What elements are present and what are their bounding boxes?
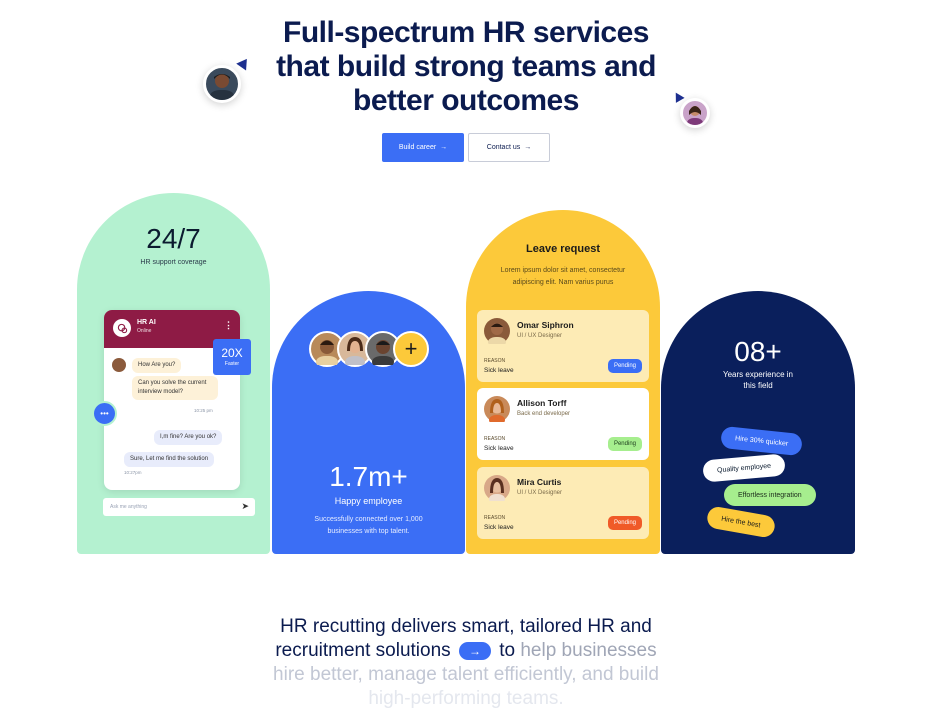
message-time: 10:27pm xyxy=(124,470,142,475)
mission-line-3: hire better, manage talent efficiently, … xyxy=(273,664,659,685)
pill-effortless-integration: Effortless integration xyxy=(724,484,816,506)
leave-request-item[interactable]: Mira Curtis UI / UX Designer REASON Sick… xyxy=(477,467,649,539)
support-label: HR support coverage xyxy=(140,259,207,266)
employee-name: Allison Torff xyxy=(517,398,567,408)
faster-value: 20X xyxy=(221,346,243,360)
contact-us-button[interactable]: Contact us → xyxy=(468,133,550,162)
title-line-1: Full-spectrum HR services xyxy=(283,16,649,49)
status-badge: Pending xyxy=(607,516,642,530)
more-options-icon[interactable]: ⋮ xyxy=(224,320,233,330)
employee-stat: 1.7m+ xyxy=(329,461,408,492)
arrow-right-icon[interactable]: → xyxy=(458,641,491,660)
reason-value: Sick leave xyxy=(484,524,514,531)
title-line-2: that build strong teams and xyxy=(276,50,656,83)
avatar xyxy=(484,318,510,347)
chat-message: Sure, Let me find the solution xyxy=(124,452,215,467)
reason-label: REASON xyxy=(484,436,506,442)
employee-role: UI / UX Designer xyxy=(517,333,563,339)
support-stat: 24/7 xyxy=(146,223,201,254)
status-badge: Pending xyxy=(607,437,642,451)
chat-message: I,m fine? Are you ok? xyxy=(154,430,223,445)
experience-card: 08+ Years experience in this field Hire … xyxy=(661,291,855,554)
floating-avatar-woman xyxy=(680,98,710,128)
ellipsis-icon: ••• xyxy=(100,409,109,418)
chat-name: HR AI xyxy=(137,319,156,326)
reason-value: Sick leave xyxy=(484,367,514,374)
reason-label: REASON xyxy=(484,358,506,364)
arrow-right-icon: → xyxy=(440,144,448,151)
support-card: 24/7 HR support coverage HR AI Online ⋮ … xyxy=(77,193,270,554)
employee-name: Mira Curtis xyxy=(517,477,562,487)
ask-placeholder: Ask me anything xyxy=(110,504,147,510)
mission-line-2a: recruitment solutions xyxy=(275,640,451,661)
leave-request-item[interactable]: Omar Siphron UI / UX Designer REASON Sic… xyxy=(477,310,649,382)
send-icon[interactable]: ➤ xyxy=(241,501,249,511)
build-career-button[interactable]: Build career → xyxy=(382,133,464,162)
floating-avatar-man xyxy=(203,65,241,103)
title-line-3: better outcomes xyxy=(353,84,579,117)
mission-line-1: HR recutting delivers smart, tailored HR… xyxy=(280,616,652,637)
leave-request-item[interactable]: Allison Torff Back end developer REASON … xyxy=(477,388,649,460)
arrow-right-icon: → xyxy=(524,144,532,151)
ask-input[interactable]: Ask me anything ➤ xyxy=(103,498,255,516)
mission-line-4: high-performing teams. xyxy=(368,688,564,709)
employee-name: Omar Siphron xyxy=(517,320,574,330)
reason-value: Sick leave xyxy=(484,445,514,452)
leave-description: Lorem ipsum dolor sit amet, consectetur … xyxy=(500,267,626,286)
experience-label: Years experience in this field xyxy=(723,370,793,390)
employee-card: + 1.7m+ Happy employee Successfully conn… xyxy=(272,291,465,554)
build-career-label: Build career xyxy=(398,144,437,151)
experience-stat: 08+ xyxy=(734,336,782,367)
employee-role: UI / UX Designer xyxy=(517,490,563,496)
avatar xyxy=(309,331,345,368)
leave-card: Leave request Lorem ipsum dolor sit amet… xyxy=(466,210,660,554)
mission-line-2b: to xyxy=(499,640,516,661)
chat-bubble-icon xyxy=(113,319,131,337)
pill-hire-quicker: Hire 30% quicker xyxy=(720,425,804,457)
add-icon[interactable]: + xyxy=(393,331,429,367)
mission-line-2c: help businesses xyxy=(520,640,657,661)
status-badge: Pending xyxy=(607,359,642,373)
avatar xyxy=(484,475,510,504)
faster-label: Faster xyxy=(224,361,240,367)
avatar xyxy=(112,358,126,372)
chat-fab-button[interactable]: ••• xyxy=(92,401,117,426)
employee-label: Happy employee xyxy=(334,496,403,506)
avatar xyxy=(365,331,401,368)
mission-statement: HR recutting delivers smart, tailored HR… xyxy=(0,615,932,711)
pill-quality-employee: Quality employee xyxy=(702,453,786,483)
avatar-group: + xyxy=(309,331,429,368)
page-title: Full-spectrum HR services that build str… xyxy=(0,16,932,118)
pill-hire-best: Hire the best xyxy=(705,505,777,539)
faster-badge: 20X Faster xyxy=(213,339,251,375)
contact-us-label: Contact us xyxy=(486,144,521,151)
reason-label: REASON xyxy=(484,515,506,521)
chat-status: Online xyxy=(137,328,152,334)
message-time: 10:25 pm xyxy=(194,408,213,413)
chat-message: How Are you? xyxy=(132,358,182,373)
chat-message: Can you solve the current interview mode… xyxy=(132,376,218,400)
chat-widget: HR AI Online ⋮ How Are you? Can you solv… xyxy=(104,310,240,490)
avatar xyxy=(484,396,510,425)
employee-description: Successfully connected over 1,000 busine… xyxy=(314,516,423,535)
leave-title: Leave request xyxy=(526,243,600,255)
employee-role: Back end developer xyxy=(517,411,571,417)
